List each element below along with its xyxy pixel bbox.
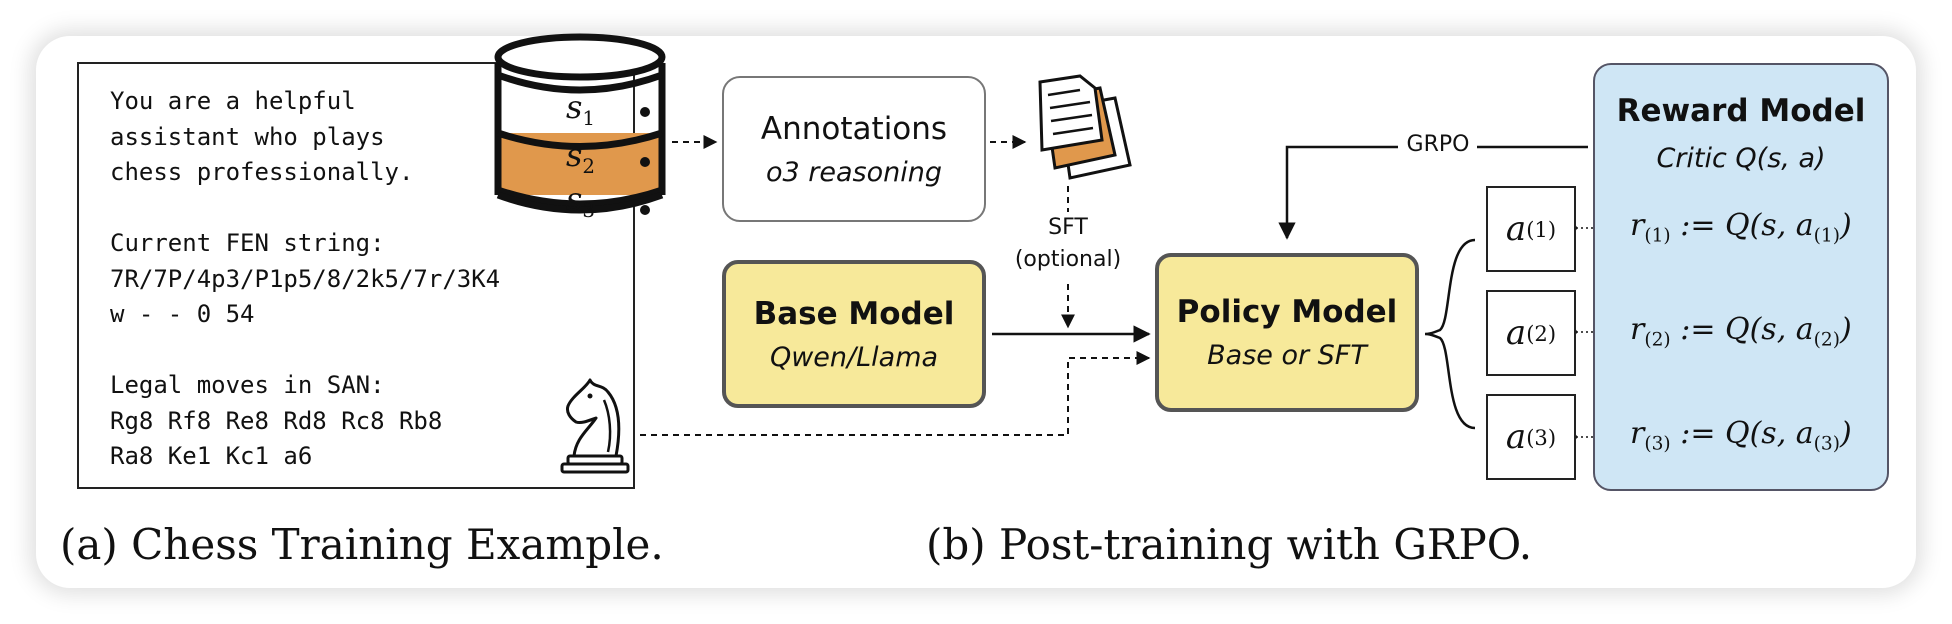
reward-formula-1: r(1) := Q(s, a(1))	[1630, 208, 1852, 247]
caption-left: (a) Chess Training Example.	[60, 520, 664, 569]
db-label-s2: s2	[566, 136, 596, 178]
chess-knight-icon	[560, 378, 630, 474]
base-model-title: Base Model	[753, 295, 955, 332]
grpo-label: GRPO	[1406, 132, 1470, 157]
policy-model-subtitle: Base or SFT	[1207, 340, 1367, 371]
reward-model-title: Reward Model	[1616, 93, 1866, 129]
caption-right: (b) Post-training with GRPO.	[926, 520, 1533, 569]
base-model-box: Base Model Qwen/Llama	[722, 260, 986, 408]
chess-prompt-text: You are a helpful assistant who plays ch…	[110, 87, 501, 470]
reward-model-box: Reward Model Critic Q(s, a)	[1593, 63, 1889, 491]
reward-formula-2: r(2) := Q(s, a(2))	[1630, 312, 1852, 351]
base-model-subtitle: Qwen/Llama	[769, 341, 939, 373]
action-box-3: a(3)	[1486, 394, 1576, 480]
db-label-s1: s1	[566, 88, 596, 130]
reward-formula-3: r(3) := Q(s, a(3))	[1630, 416, 1852, 455]
db-label-s3: s3	[566, 180, 596, 222]
annotations-box: Annotations o3 reasoning	[722, 76, 986, 222]
curly-brace	[1424, 238, 1476, 430]
annotations-subtitle: o3 reasoning	[766, 156, 942, 188]
annotations-title: Annotations	[760, 110, 948, 147]
reward-model-subtitle: Critic Q(s, a)	[1656, 143, 1826, 174]
action-box-2: a(2)	[1486, 290, 1576, 376]
documents-icon	[1038, 74, 1132, 180]
policy-model-title: Policy Model	[1176, 294, 1398, 330]
database-icon	[494, 33, 666, 215]
sft-label: SFT (optional)	[1014, 215, 1122, 272]
policy-model-box: Policy Model Base or SFT	[1155, 253, 1419, 412]
action-box-1: a(1)	[1486, 186, 1576, 272]
